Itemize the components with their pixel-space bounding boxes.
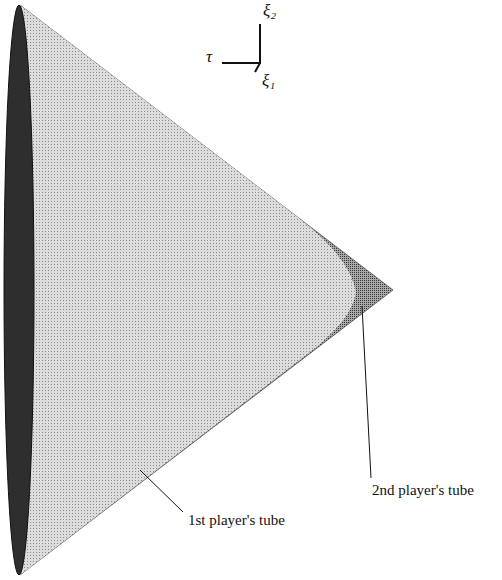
leader-line [140,470,183,512]
axis-triad [222,24,261,72]
first-tube [20,5,356,575]
callout-label: 2nd player's tube [372,482,474,499]
leader-line [362,306,371,478]
axis-label: ξ₂ [263,2,276,21]
second-tube [20,5,393,575]
axis-label: ξ₁ [262,72,275,91]
callout-label: 1st player's tube [188,512,285,529]
axis-label: τ [206,48,212,67]
base-ellipse [4,5,34,575]
